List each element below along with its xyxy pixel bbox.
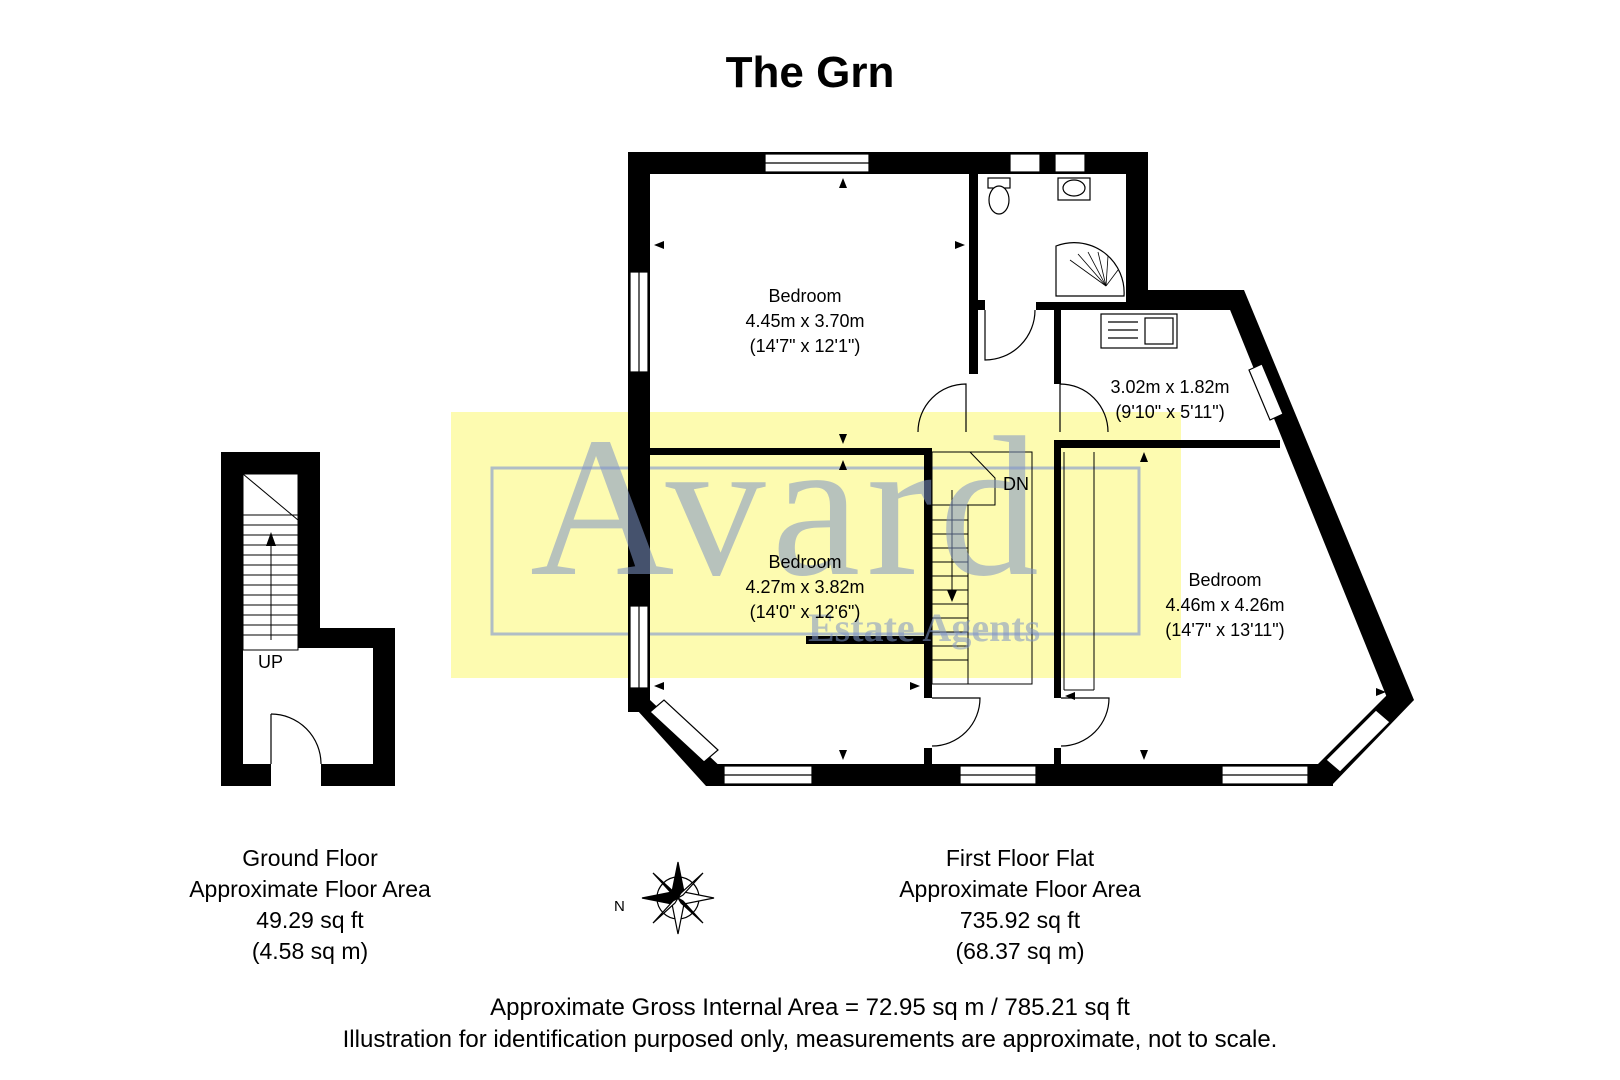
room-label-bedroom-2: Bedroom 4.27m x 3.82m (14'0" x 12'6") bbox=[700, 550, 910, 625]
floor-sq-ft: 735.92 sq ft bbox=[959, 907, 1081, 933]
floor-area-label: Approximate Floor Area bbox=[899, 876, 1141, 902]
disclaimer: Illustration for identification purposed… bbox=[342, 1026, 1278, 1053]
room-metric: 4.45m x 3.70m bbox=[745, 311, 865, 331]
room-label-kitchen: 3.02m x 1.82m (9'10" x 5'11") bbox=[1080, 375, 1260, 425]
floor-name: Ground Floor bbox=[242, 845, 378, 871]
watermark-brand: Avard bbox=[530, 397, 1045, 618]
stair-label-up: UP bbox=[258, 652, 284, 672]
first-floor-stairs bbox=[931, 451, 1095, 691]
gross-area: Approximate Gross Internal Area = 72.95 … bbox=[490, 994, 1130, 1021]
room-label-bedroom-3: Bedroom 4.46m x 4.26m (14'7" x 13'11") bbox=[1120, 568, 1330, 643]
down-arrow-icon bbox=[947, 590, 957, 602]
doors bbox=[917, 309, 1110, 747]
room-imperial: (14'0" x 12'6") bbox=[749, 602, 861, 622]
interior-walls bbox=[650, 174, 1280, 764]
first-floor-summary: First Floor Flat Approximate Floor Area … bbox=[860, 843, 1180, 967]
floor-name: First Floor Flat bbox=[945, 845, 1095, 871]
room-label-bedroom-1: Bedroom 4.45m x 3.70m (14'7" x 12'1") bbox=[700, 284, 910, 359]
floor-sq-ft: 49.29 sq ft bbox=[256, 907, 364, 933]
windows bbox=[629, 153, 1391, 785]
bathroom-fixtures bbox=[987, 177, 1125, 297]
room-name: Bedroom bbox=[768, 286, 842, 306]
room-metric: 3.02m x 1.82m bbox=[1110, 377, 1230, 397]
room-name: Bedroom bbox=[768, 552, 842, 572]
watermark-frame bbox=[490, 466, 1141, 636]
room-imperial: (9'10" x 5'11") bbox=[1115, 402, 1225, 422]
room-imperial: (14'7" x 12'1") bbox=[749, 336, 861, 356]
ground-floor-stairs bbox=[242, 473, 299, 651]
ground-floor-summary: Ground Floor Approximate Floor Area 49.2… bbox=[150, 843, 470, 967]
dimension-arrows bbox=[654, 178, 1386, 760]
shower-lines bbox=[1069, 251, 1119, 287]
compass-label: N bbox=[614, 898, 625, 915]
plan-title: The Grn bbox=[725, 48, 895, 97]
stair-label-down: DN bbox=[1003, 474, 1029, 494]
room-metric: 4.27m x 3.82m bbox=[745, 577, 865, 597]
shower-icon bbox=[1055, 242, 1125, 297]
floor-sq-m: (68.37 sq m) bbox=[955, 938, 1085, 964]
first-floor-plan bbox=[628, 152, 1414, 786]
watermark-tagline: Estate Agents bbox=[808, 605, 1041, 650]
room-imperial: (14'7" x 13'11") bbox=[1165, 620, 1285, 640]
room-name: Bedroom bbox=[1188, 570, 1262, 590]
ground-floor-door bbox=[270, 713, 322, 765]
floor-area-label: Approximate Floor Area bbox=[189, 876, 431, 902]
floor-sq-m: (4.58 sq m) bbox=[251, 938, 369, 964]
footer-text: Approximate Gross Internal Area = 72.95 … bbox=[0, 992, 1620, 1056]
up-arrow-icon bbox=[266, 532, 276, 546]
kitchen-sink-icon bbox=[1100, 313, 1178, 349]
compass-icon bbox=[641, 861, 715, 935]
ground-floor-plan bbox=[221, 452, 395, 786]
room-metric: 4.46m x 4.26m bbox=[1165, 595, 1285, 615]
